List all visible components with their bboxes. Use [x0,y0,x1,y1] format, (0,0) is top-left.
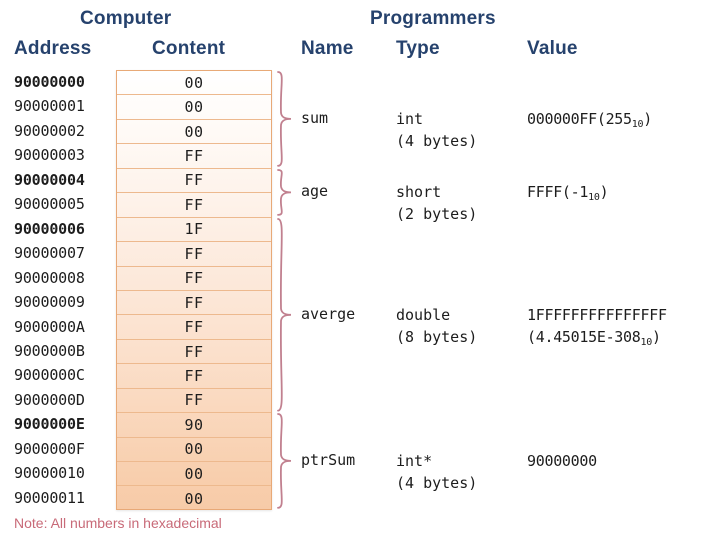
memory-address-label: 90000002 [14,121,85,140]
memory-cell-content: 00 [184,73,204,92]
memory-address-label: 90000006 [14,219,85,238]
variable-type-name: int* [396,452,433,471]
memory-cell-content: FF [184,391,204,410]
value-subscript-base: 10 [588,192,600,204]
memory-row: 00 [117,462,271,487]
memory-address-label: 90000003 [14,146,85,165]
memory-cell-content: FF [184,244,204,263]
memory-cell-content: FF [184,366,204,385]
memory-cell-content: 00 [184,440,204,459]
memory-cell-content: FF [184,171,204,190]
memory-row: 00 [117,486,271,510]
variable-type: double (8 bytes) [396,304,477,348]
variable-type-size: (4 bytes) [396,131,478,150]
variable-type-size: (8 bytes) [396,327,478,346]
memory-cell-content: FF [184,195,204,214]
variable-type-size: (2 bytes) [396,205,478,224]
column-header-value: Value [527,38,578,59]
memory-address-label: 9000000E [14,415,85,434]
group-brace [276,70,294,168]
memory-row: FF [117,267,271,291]
variable-value-hex: 000000FF(255 [527,109,632,128]
memory-row: 1F [117,218,271,243]
memory-row: FF [117,169,271,194]
memory-address-label: 90000009 [14,293,85,312]
variable-value-decimal: (4.45015E-30810) [527,327,661,348]
variable-type: short (2 bytes) [396,181,477,225]
variable-value-tail: ) [599,183,609,202]
memory-row: 00 [117,438,271,462]
variable-type-name: int [396,109,424,128]
column-header-address: Address [14,38,92,59]
memory-address-label: 90000010 [14,464,85,483]
memory-row: 00 [117,71,271,96]
variable-value-hex: FFFF(-1 [527,183,589,202]
memory-cell-content: FF [184,293,204,312]
group-brace [276,217,294,413]
memory-address-label: 90000011 [14,488,85,507]
memory-row: FF [117,291,271,316]
memory-row: 00 [117,95,271,120]
memory-cell-content: 00 [184,122,204,141]
memory-cell-content: 00 [184,464,204,483]
note-hexadecimal: Note: All numbers in hexadecimal [14,515,222,531]
memory-cell-content: FF [184,342,204,361]
memory-row: FF [117,315,271,340]
memory-address-label: 90000008 [14,268,85,287]
memory-cell-content: 00 [184,98,204,117]
variable-value-hex: 90000000 [527,452,597,471]
column-header-content: Content [152,38,226,59]
memory-row: FF [117,340,271,365]
memory-row: 90 [117,413,271,438]
variable-value: 000000FF(25510) [527,108,652,133]
variable-type: int* (4 bytes) [396,450,477,494]
memory-cell-content: 00 [184,489,204,508]
memory-address-label: 9000000C [14,366,85,385]
memory-cell-content: 1F [184,220,204,239]
memory-row: FF [117,242,271,267]
group-heading-programmers: Programmers [370,8,496,29]
group-brace [276,168,294,217]
variable-type-name: double [396,305,451,324]
value-subscript-base: 10 [631,118,644,130]
memory-cell-content: 90 [184,415,204,434]
variable-type: int (4 bytes) [396,108,477,152]
memory-address-label: 9000000F [14,439,85,458]
memory-row: FF [117,144,271,169]
variable-value-tail: ) [651,327,661,346]
column-header-name: Name [301,38,354,59]
group-heading-computer: Computer [80,8,172,29]
memory-address-label: 90000001 [14,97,85,116]
column-header-type: Type [396,38,440,59]
variable-name: ptrSum [301,451,356,470]
variable-value: 90000000 [527,450,597,472]
memory-row: 00 [117,120,271,145]
variable-name: averge [301,304,356,323]
memory-address-label: 90000004 [14,170,85,189]
memory-address-label: 90000007 [14,244,85,263]
group-brace [276,412,294,510]
value-subscript-base: 10 [640,336,653,348]
variable-name: sum [301,108,329,127]
variable-value: 1FFFFFFFFFFFFFFF (4.45015E-30810) [527,304,667,351]
variable-value-tail: ) [643,109,652,128]
variable-value-hex: 1FFFFFFFFFFFFFFF [527,305,667,324]
memory-address-label: 9000000D [14,390,85,409]
memory-row: FF [117,389,271,414]
memory-row: FF [117,193,271,218]
variable-type-name: short [396,183,442,202]
variable-name: age [301,182,329,201]
memory-cell-content: FF [184,318,204,337]
variable-value: FFFF(-110) [527,181,609,206]
memory-row: FF [117,364,271,389]
memory-cell-content: FF [184,269,204,288]
memory-address-label: 9000000A [14,317,85,336]
variable-type-size: (4 bytes) [396,474,478,493]
memory-cell-content: FF [184,147,204,166]
memory-address-label: 9000000B [14,341,85,360]
memory-address-label: 90000005 [14,195,85,214]
memory-address-label: 90000000 [14,73,85,91]
